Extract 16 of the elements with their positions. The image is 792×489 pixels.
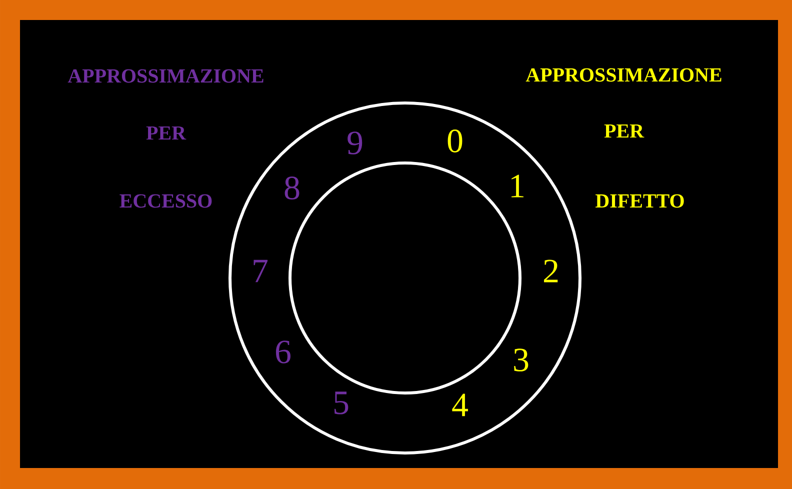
heading-text: DIFETTO bbox=[596, 194, 684, 208]
heading-text: APPROSSIMAZIONE bbox=[526, 68, 722, 82]
digit-label: 1 bbox=[512, 174, 524, 198]
digit-label: 2 bbox=[544, 260, 558, 282]
heading-text: PER bbox=[604, 124, 644, 138]
digit-label: 4 bbox=[452, 394, 468, 416]
digit-label: 6 bbox=[276, 340, 290, 364]
digit-label: 8 bbox=[284, 176, 300, 200]
heading-text: ECCESSO bbox=[120, 194, 212, 208]
digit-label: 0 bbox=[448, 130, 462, 152]
heading-text: PER bbox=[146, 126, 186, 140]
digit-label: 9 bbox=[348, 132, 362, 154]
heading-text: APPROSSIMAZIONE bbox=[68, 69, 264, 83]
digit-label: 5 bbox=[334, 392, 348, 414]
digit-label: 7 bbox=[254, 260, 268, 282]
digit-label: 3 bbox=[514, 348, 528, 372]
